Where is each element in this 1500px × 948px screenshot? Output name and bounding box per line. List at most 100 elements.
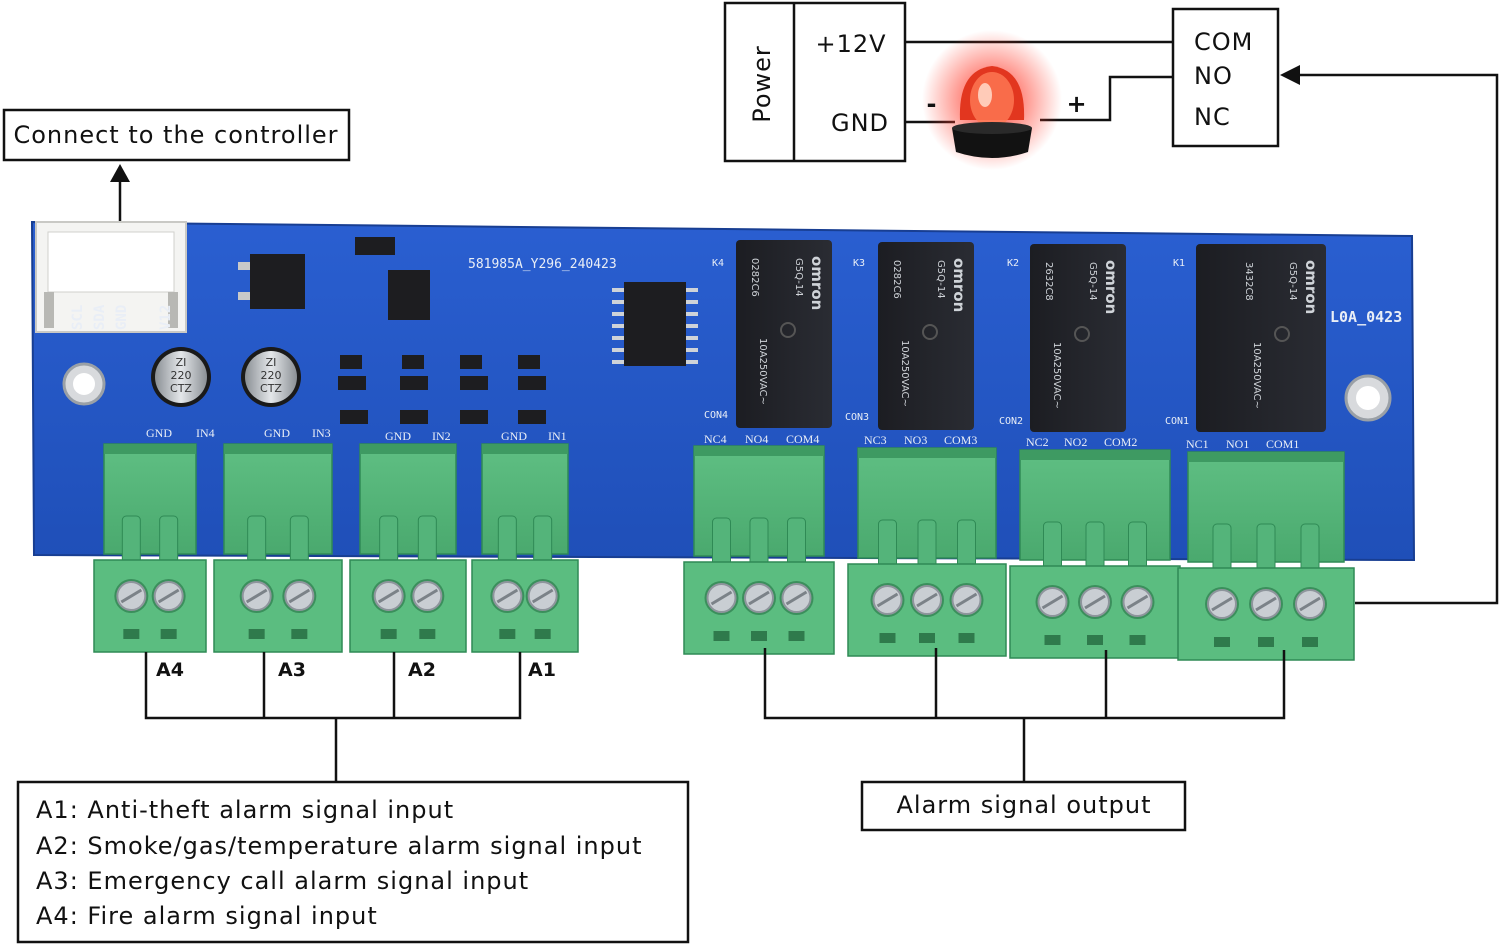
svg-text:omron: omron — [1102, 260, 1120, 314]
svg-text:GND: GND — [501, 429, 527, 443]
svg-text:0282C6: 0282C6 — [891, 260, 902, 299]
svg-text:NC3: NC3 — [864, 433, 887, 447]
svg-text:NC2: NC2 — [1026, 435, 1049, 449]
svg-text:10A250VAC~: 10A250VAC~ — [1251, 342, 1262, 409]
svg-text:NO4: NO4 — [745, 432, 768, 446]
screw-icon[interactable] — [282, 579, 317, 613]
pin-v12: V12 — [158, 305, 174, 330]
svg-text:COM3: COM3 — [944, 433, 977, 447]
screw-icon[interactable] — [1205, 587, 1239, 621]
legend-line-a3: A3: Emergency call alarm signal input — [36, 867, 529, 895]
input-label-a4: A4 — [156, 659, 184, 681]
arrow-to-no-icon — [1280, 65, 1300, 85]
svg-text:10A250VAC~: 10A250VAC~ — [757, 338, 768, 405]
screw-icon[interactable] — [1035, 585, 1070, 619]
svg-text:CON2: CON2 — [999, 416, 1023, 427]
svg-text:COM4: COM4 — [786, 432, 819, 446]
screw-icon[interactable] — [1293, 587, 1327, 621]
screw-icon[interactable] — [949, 583, 984, 617]
terminal-blocks — [93, 443, 1355, 661]
relay-k2: omron G5Q-14 2632C8 10A250VAC~ K2 CON2 — [999, 244, 1126, 432]
screw-icon[interactable] — [371, 579, 406, 613]
beacon-plus: + — [1066, 90, 1087, 118]
svg-text:0282C6: 0282C6 — [749, 258, 760, 297]
no-label: NO — [1194, 62, 1233, 90]
svg-text:CON1: CON1 — [1165, 416, 1189, 427]
svg-text:ZI: ZI — [266, 356, 277, 369]
output-terminal-2[interactable] — [1009, 449, 1181, 659]
controller-label: Connect to the controller — [13, 121, 338, 149]
svg-text:G5Q-14: G5Q-14 — [1287, 262, 1298, 301]
power-plus-label: +12V — [815, 30, 886, 58]
svg-text:IN4: IN4 — [196, 426, 215, 440]
com-label: COM — [1194, 28, 1253, 56]
screw-icon[interactable] — [151, 579, 186, 613]
svg-text:NC1: NC1 — [1186, 437, 1209, 451]
output-terminal-4[interactable] — [683, 445, 835, 655]
screw-icon[interactable] — [1120, 585, 1155, 619]
relay-k3: omron G5Q-14 0282C6 10A250VAC~ K3 CON3 — [845, 242, 974, 430]
input-terminal-in1[interactable] — [471, 443, 579, 653]
screw-icon[interactable] — [704, 581, 739, 615]
input-label-a2: A2 — [408, 659, 436, 681]
smd-components: 581985A_Y296_240423 L0A_0423 — [238, 237, 1402, 424]
legend-line-a4: A4: Fire alarm signal input — [36, 902, 378, 930]
screw-icon[interactable] — [410, 579, 445, 613]
part-number-silk: 581985A_Y296_240423 — [468, 257, 617, 272]
relay-contact-box: COM NO NC — [1171, 7, 1280, 148]
pin-scl: SCL — [70, 305, 86, 330]
screw-icon[interactable] — [870, 583, 905, 617]
svg-text:NO2: NO2 — [1064, 435, 1087, 449]
relay-k4: omron G5Q-14 0282C6 10A250VAC~ K4 CON4 — [704, 240, 832, 428]
power-supply-box: Power +12V GND — [723, 1, 907, 163]
output-terminal-1[interactable] — [1177, 451, 1355, 661]
screw-icon[interactable] — [779, 581, 814, 615]
legend-line-a1: A1: Anti-theft alarm signal input — [36, 796, 454, 824]
svg-text:NO1: NO1 — [1226, 437, 1249, 451]
svg-text:220: 220 — [261, 369, 282, 382]
input-terminal-in4[interactable] — [93, 443, 207, 653]
svg-text:CON3: CON3 — [845, 412, 869, 423]
controller-callout: Connect to the controller — [2, 108, 351, 232]
svg-text:CTZ: CTZ — [260, 382, 282, 395]
capacitor-c22: ZI 220 CTZ — [241, 347, 301, 407]
svg-text:ZI: ZI — [176, 356, 187, 369]
output-label: Alarm signal output — [896, 791, 1151, 819]
svg-text:IN2: IN2 — [432, 429, 451, 443]
nc-label: NC — [1194, 103, 1231, 131]
svg-text:G5Q-14: G5Q-14 — [793, 258, 804, 297]
screw-icon[interactable] — [525, 579, 560, 613]
svg-text:K4: K4 — [712, 258, 724, 269]
output-wiring — [763, 648, 1286, 782]
screw-icon[interactable] — [1078, 585, 1112, 619]
warning-beacon-icon: - + — [922, 30, 1087, 170]
svg-text:G5Q-14: G5Q-14 — [935, 260, 946, 299]
svg-text:CON4: CON4 — [704, 410, 728, 421]
input-terminal-in3[interactable] — [213, 443, 343, 653]
svg-text:NC4: NC4 — [704, 432, 727, 446]
screw-icon[interactable] — [910, 583, 944, 617]
svg-text:COM2: COM2 — [1104, 435, 1137, 449]
capacitor-c3: ZI 220 CTZ — [151, 347, 211, 407]
pin-gnd: GND — [114, 305, 130, 330]
svg-text:2632C8: 2632C8 — [1043, 262, 1054, 301]
svg-text:220: 220 — [171, 369, 192, 382]
svg-text:10A250VAC~: 10A250VAC~ — [899, 340, 910, 407]
input-terminal-in2[interactable] — [349, 443, 467, 653]
legend-line-a2: A2: Smoke/gas/temperature alarm signal i… — [36, 832, 643, 860]
input-wiring — [144, 652, 522, 782]
svg-text:omron: omron — [1302, 260, 1320, 314]
power-gnd-label: GND — [831, 109, 889, 137]
screw-icon[interactable] — [239, 579, 274, 613]
svg-text:IN1: IN1 — [548, 429, 567, 443]
output-terminal-3[interactable] — [847, 447, 1007, 657]
screw-icon[interactable] — [114, 579, 149, 613]
screw-icon[interactable] — [490, 579, 525, 613]
power-side-label: Power — [748, 45, 776, 123]
svg-text:COM1: COM1 — [1266, 437, 1299, 451]
screw-icon[interactable] — [1249, 587, 1283, 621]
controller-connector: SCL SDA GND V12 — [35, 221, 187, 333]
screw-icon[interactable] — [742, 581, 776, 615]
